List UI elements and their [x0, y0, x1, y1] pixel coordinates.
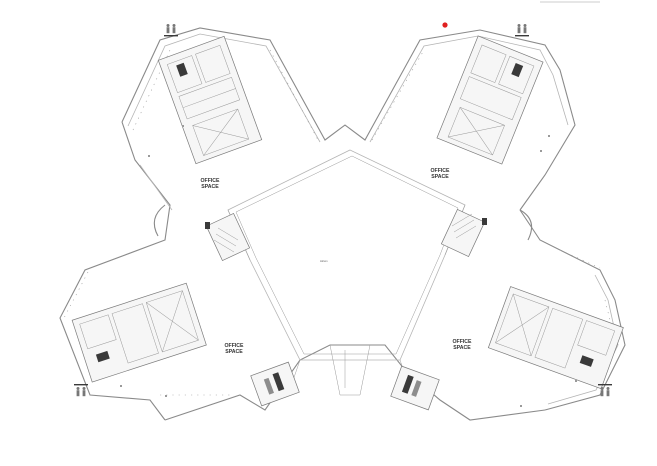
building-outline: [59, 27, 626, 421]
red-marker-dot: [442, 22, 448, 28]
office-label-upper-left: OFFICE: [200, 178, 220, 184]
restroom-icon: [164, 24, 178, 37]
bay-window-left: [153, 204, 166, 237]
office-label-lower-right: OFFICE: [452, 339, 472, 345]
office-label-lower-left: OFFICE: [224, 343, 244, 349]
core-lower-right: [487, 286, 624, 390]
bottom-entrance: [329, 344, 371, 396]
column-markers: [120, 125, 577, 407]
stair-core-right: [440, 208, 487, 258]
core-upper-right: [436, 35, 544, 165]
office-label-lower-right-2: SPACE: [453, 345, 471, 351]
core-upper-left: [157, 35, 263, 165]
office-label-upper-right: OFFICE: [430, 168, 450, 174]
core-lower-left: [71, 282, 207, 383]
office-label-upper-right-2: SPACE: [431, 174, 449, 180]
office-label-lower-left-2: SPACE: [225, 349, 243, 355]
central-atrium: Atrium: [227, 149, 466, 396]
stair-core-left: [205, 212, 251, 262]
restroom-icon: [515, 24, 529, 37]
restroom-icon: [74, 384, 88, 397]
svg-text:Atrium: Atrium: [320, 259, 328, 263]
stair-core-bottom-left: [250, 361, 300, 407]
bay-window-right: [519, 209, 533, 241]
restroom-icon: [598, 384, 612, 397]
stair-core-bottom-right: [390, 365, 440, 411]
office-label-upper-left-2: SPACE: [201, 184, 219, 190]
